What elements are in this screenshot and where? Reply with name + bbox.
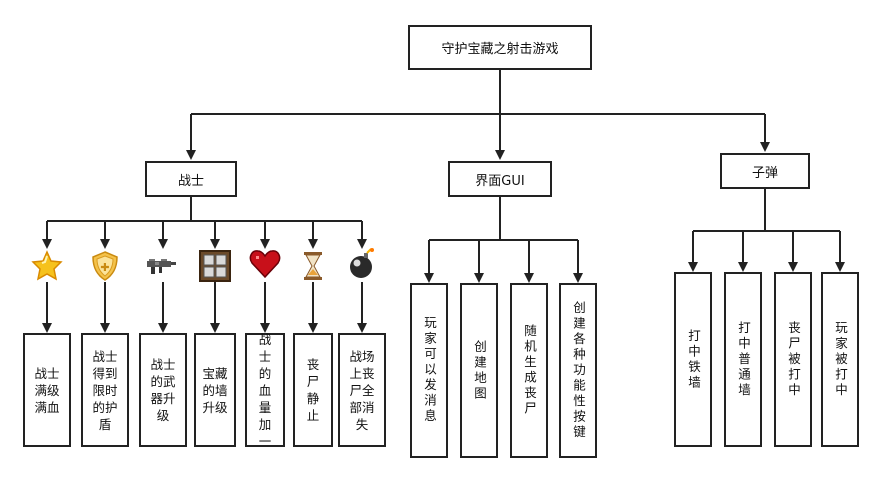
leaf-gui-2: 创建地图	[460, 283, 498, 458]
root-label: 守护宝藏之射击游戏	[441, 42, 559, 57]
category-gui-label: 界面GUI	[475, 173, 525, 189]
leaf-gui-3: 随机生成丧尸	[510, 283, 548, 458]
leaf-label: 战士得到限时的护盾	[92, 348, 118, 432]
category-bullet: 子弹	[720, 153, 810, 189]
leaf-label: 战士满级满血	[34, 365, 60, 415]
leaf-gui-1: 玩家可以发消息	[410, 283, 448, 458]
shield-icon: ✚	[92, 251, 118, 281]
leaf-label: 创建地图	[472, 339, 487, 402]
leaf-warrior-3: 战士的武器升级	[139, 333, 187, 447]
leaf-label: 丧尸静止	[306, 357, 320, 423]
leaf-label: 打中铁墙	[686, 328, 701, 391]
leaf-label: 玩家可以发消息	[422, 316, 437, 425]
heart-icon	[249, 250, 281, 279]
gun-icon	[147, 259, 176, 274]
leaf-bullet-2: 打中普通墙	[724, 272, 762, 447]
hourglass-icon	[304, 252, 322, 280]
leaf-label: 宝藏的墙升级	[202, 365, 228, 415]
leaf-warrior-6: 丧尸静止	[293, 333, 333, 447]
leaf-label: 战士的武器升级	[150, 357, 176, 423]
wall-icon	[199, 250, 231, 282]
leaf-label: 战场上丧尸全部消失	[349, 348, 375, 432]
leaf-label: 创建各种功能性按键	[571, 300, 586, 441]
leaf-warrior-5: 战士的血量加一	[245, 331, 285, 449]
category-warrior: 战士	[145, 161, 237, 197]
leaf-warrior-1: 战士满级满血	[23, 333, 71, 447]
leaf-bullet-3: 丧尸被打中	[774, 272, 812, 447]
bomb-icon	[350, 248, 374, 278]
category-bullet-label: 子弹	[751, 165, 778, 181]
leaf-warrior-7: 战场上丧尸全部消失	[338, 333, 386, 447]
leaf-bullet-4: 玩家被打中	[821, 272, 859, 447]
leaf-label: 玩家被打中	[833, 320, 848, 399]
leaf-label: 打中普通墙	[736, 320, 751, 399]
leaf-label: 随机生成丧尸	[522, 324, 537, 417]
leaf-gui-4: 创建各种功能性按键	[559, 283, 597, 458]
root-node: 守护宝藏之射击游戏	[408, 25, 592, 70]
leaf-warrior-4: 宝藏的墙升级	[194, 333, 236, 447]
category-gui: 界面GUI	[448, 161, 552, 197]
category-warrior-label: 战士	[177, 173, 204, 189]
leaf-label: 战士的血量加一	[258, 331, 272, 449]
leaf-warrior-2: 战士得到限时的护盾	[81, 333, 129, 447]
leaf-bullet-1: 打中铁墙	[674, 272, 712, 447]
svg-text:✚: ✚	[100, 261, 109, 274]
star-icon	[31, 250, 63, 281]
leaf-label: 丧尸被打中	[786, 320, 801, 399]
